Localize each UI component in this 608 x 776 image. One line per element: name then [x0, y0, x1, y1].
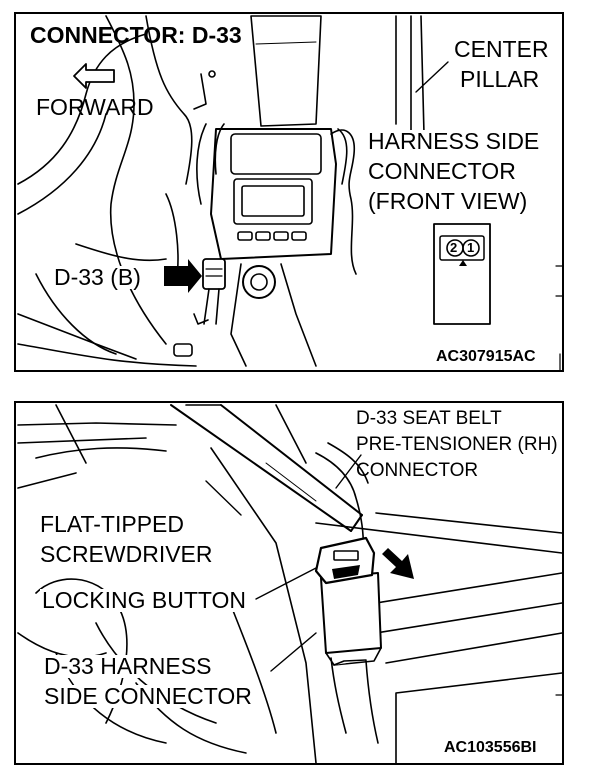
top-illustration	[17, 15, 562, 370]
bottom-diagram-panel: D-33 SEAT BELT PRE-TENSIONER (RH) CONNEC…	[14, 401, 564, 765]
harness-side-label-2: CONNECTOR	[366, 158, 518, 184]
figure-code-top: AC307915AC	[436, 348, 536, 365]
figure-code-bottom: AC103556BI	[444, 739, 537, 756]
pretensioner-label-1: D-33 SEAT BELT	[356, 408, 502, 429]
top-diagram-panel: CONNECTOR: D-33 FORWARD CENTER PILLAR HA…	[14, 12, 564, 372]
pretensioner-label-2: PRE-TENSIONER (RH)	[356, 434, 558, 455]
pin-1-label: 1	[467, 240, 475, 255]
screwdriver-label-2: SCREWDRIVER	[38, 541, 215, 567]
pretensioner-label-3: CONNECTOR	[356, 460, 479, 481]
connector-title: CONNECTOR: D-33	[30, 22, 242, 48]
locking-button-label: LOCKING BUTTON	[40, 587, 249, 613]
center-pillar-label-1: CENTER	[454, 36, 549, 62]
harness-connector-label-2: SIDE CONNECTOR	[42, 683, 254, 709]
screwdriver-label-1: FLAT-TIPPED	[38, 511, 186, 537]
forward-label: FORWARD	[36, 94, 154, 120]
harness-side-label-3: (FRONT VIEW)	[366, 188, 530, 214]
harness-side-label-1: HARNESS SIDE	[366, 128, 542, 154]
harness-connector-label-1: D-33 HARNESS	[42, 653, 214, 679]
center-pillar-label-2: PILLAR	[460, 66, 540, 92]
pin-2-label: 2	[450, 240, 458, 255]
bottom-illustration	[17, 404, 562, 763]
connector-ref-label: D-33 (B)	[52, 264, 143, 290]
